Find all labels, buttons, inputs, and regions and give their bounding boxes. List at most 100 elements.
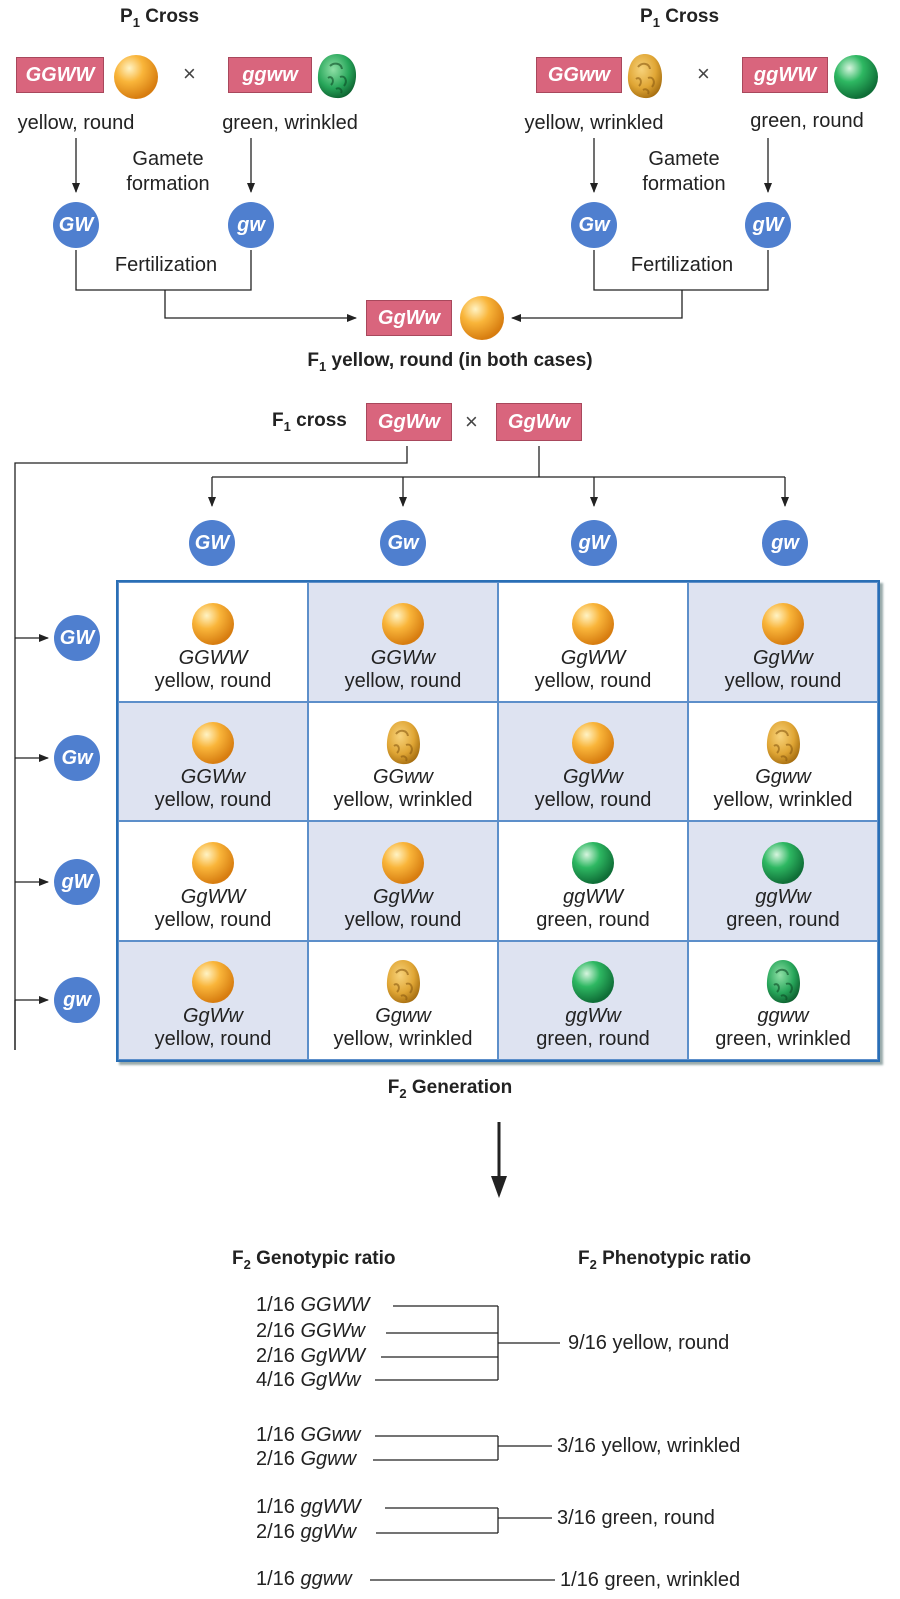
row-gamete-circle: gW — [54, 859, 100, 905]
cross-symbol: × — [697, 61, 710, 86]
parent2-genotype-box: ggWW — [742, 57, 828, 93]
gamete-formation-label-1: Gamete — [132, 148, 204, 170]
gamete-formation-label-2: formation — [642, 173, 726, 195]
gamete-circle: Gw — [571, 202, 617, 248]
green-round-pea-icon — [834, 55, 878, 99]
cell-phenotype: yellow, wrinkled — [713, 789, 853, 811]
ratio-fraction: 2/16 — [256, 1448, 295, 1470]
cell-genotype: GgWW — [180, 885, 246, 908]
cell-phenotype: yellow, round — [344, 669, 462, 692]
cell-phenotype: yellow, round — [534, 669, 652, 692]
cell-genotype: GGww — [373, 766, 433, 788]
yellow-round-pea-icon — [190, 599, 236, 647]
genotype-ratio-item: 2/16 GGWw — [256, 1320, 365, 1343]
yellow-round-pea-icon — [190, 838, 236, 886]
row-gamete-circle: gw — [54, 977, 100, 1023]
green-round-pea-icon — [570, 838, 616, 886]
cell-genotype: ggWw — [565, 1005, 621, 1027]
cell-genotype: GgWw — [373, 885, 433, 908]
cell-phenotype: yellow, round — [724, 669, 842, 692]
ratio-genotype: GGww — [300, 1424, 361, 1446]
f1-cross-parent1-box: GgWw — [366, 403, 452, 441]
fertilization-label: Fertilization — [114, 254, 218, 276]
cross-symbol: × — [183, 61, 196, 86]
genotype-ratio-item: 1/16 GGWW — [256, 1294, 369, 1317]
cell-phenotype: yellow, round — [154, 908, 272, 931]
gamete-formation-label-1: Gamete — [648, 148, 720, 170]
cell-phenotype: green, wrinkled — [715, 1028, 851, 1050]
cell-genotype: GgWw — [183, 1005, 243, 1027]
column-gamete-circle: Gw — [380, 520, 426, 566]
cell-genotype: GgWw — [753, 646, 813, 669]
cell-phenotype: yellow, round — [154, 789, 272, 811]
cell-phenotype: yellow, round — [154, 1028, 272, 1050]
f1-cross-label: F1 cross — [272, 410, 347, 434]
genotype-ratio-item: 4/16 GgWw — [256, 1369, 361, 1392]
parent2-genotype-box: ggww — [228, 57, 312, 93]
column-gamete-circle: gw — [762, 520, 808, 566]
row-gamete-circle: Gw — [54, 735, 100, 781]
ratio-fraction: 2/16 — [256, 1521, 295, 1543]
yellow-round-pea-icon — [190, 957, 236, 1005]
green-round-pea-icon — [760, 838, 806, 886]
parent1-genotype-box: GGww — [536, 57, 622, 93]
cell-phenotype: green, round — [726, 908, 840, 931]
genotype-ratio-item: 2/16 GgWW — [256, 1345, 365, 1368]
ratio-genotype: ggww — [300, 1568, 352, 1590]
ratio-genotype: ggWW — [300, 1496, 361, 1518]
row-gamete-circle: GW — [54, 615, 100, 661]
cell-genotype: GGWw — [370, 646, 436, 669]
ratio-genotype: GgWW — [300, 1345, 365, 1367]
cell-genotype: Ggww — [755, 766, 811, 788]
ratio-genotype: GGWW — [300, 1294, 370, 1316]
phenotype-ratio-item: 1/16 green, wrinkled — [560, 1569, 741, 1591]
ratio-fraction: 1/16 — [256, 1424, 295, 1446]
green-wrinkled-pea-icon — [763, 957, 803, 1005]
parent2-phenotype: green, round — [750, 110, 864, 132]
phenotypic-ratio-heading: F2 Phenotypic ratio — [578, 1248, 751, 1272]
ratio-genotype: Ggww — [300, 1448, 357, 1470]
yellow-wrinkled-pea-icon — [383, 718, 423, 766]
cell-genotype: ggWW — [563, 885, 623, 908]
ratio-genotype: ggWw — [300, 1521, 357, 1543]
phenotype-ratio-item: 3/16 yellow, wrinkled — [557, 1435, 741, 1457]
cell-phenotype: green, round — [536, 1028, 650, 1050]
gamete-circle: gw — [228, 202, 274, 248]
yellow-wrinkled-pea-icon — [627, 54, 662, 99]
cell-phenotype: yellow, round — [534, 789, 652, 811]
ratio-genotype: GGWw — [300, 1320, 365, 1342]
yellow-round-pea-icon — [380, 838, 426, 886]
ratio-fraction: 4/16 — [256, 1369, 295, 1391]
cell-genotype: ggWw — [755, 885, 811, 908]
f1-genotype-box: GgWw — [366, 300, 452, 336]
yellow-round-pea-icon — [570, 599, 616, 647]
cell-phenotype: green, round — [536, 908, 650, 931]
ratio-fraction: 1/16 — [256, 1568, 295, 1590]
yellow-wrinkled-pea-icon — [763, 718, 803, 766]
cell-phenotype: yellow, round — [344, 908, 462, 931]
gamete-circle: GW — [53, 202, 99, 248]
parent2-phenotype: green, wrinkled — [222, 112, 358, 134]
genotypic-ratio-heading: F2 Genotypic ratio — [232, 1248, 396, 1272]
yellow-round-pea-icon — [114, 55, 158, 99]
cell-phenotype: yellow, wrinkled — [333, 1028, 473, 1050]
p1-cross-left-title: P1 Cross — [120, 6, 200, 30]
ratio-fraction: 1/16 — [256, 1496, 295, 1518]
fertilization-label: Fertilization — [630, 254, 734, 276]
genotype-ratio-item: 2/16 ggWw — [256, 1521, 356, 1544]
